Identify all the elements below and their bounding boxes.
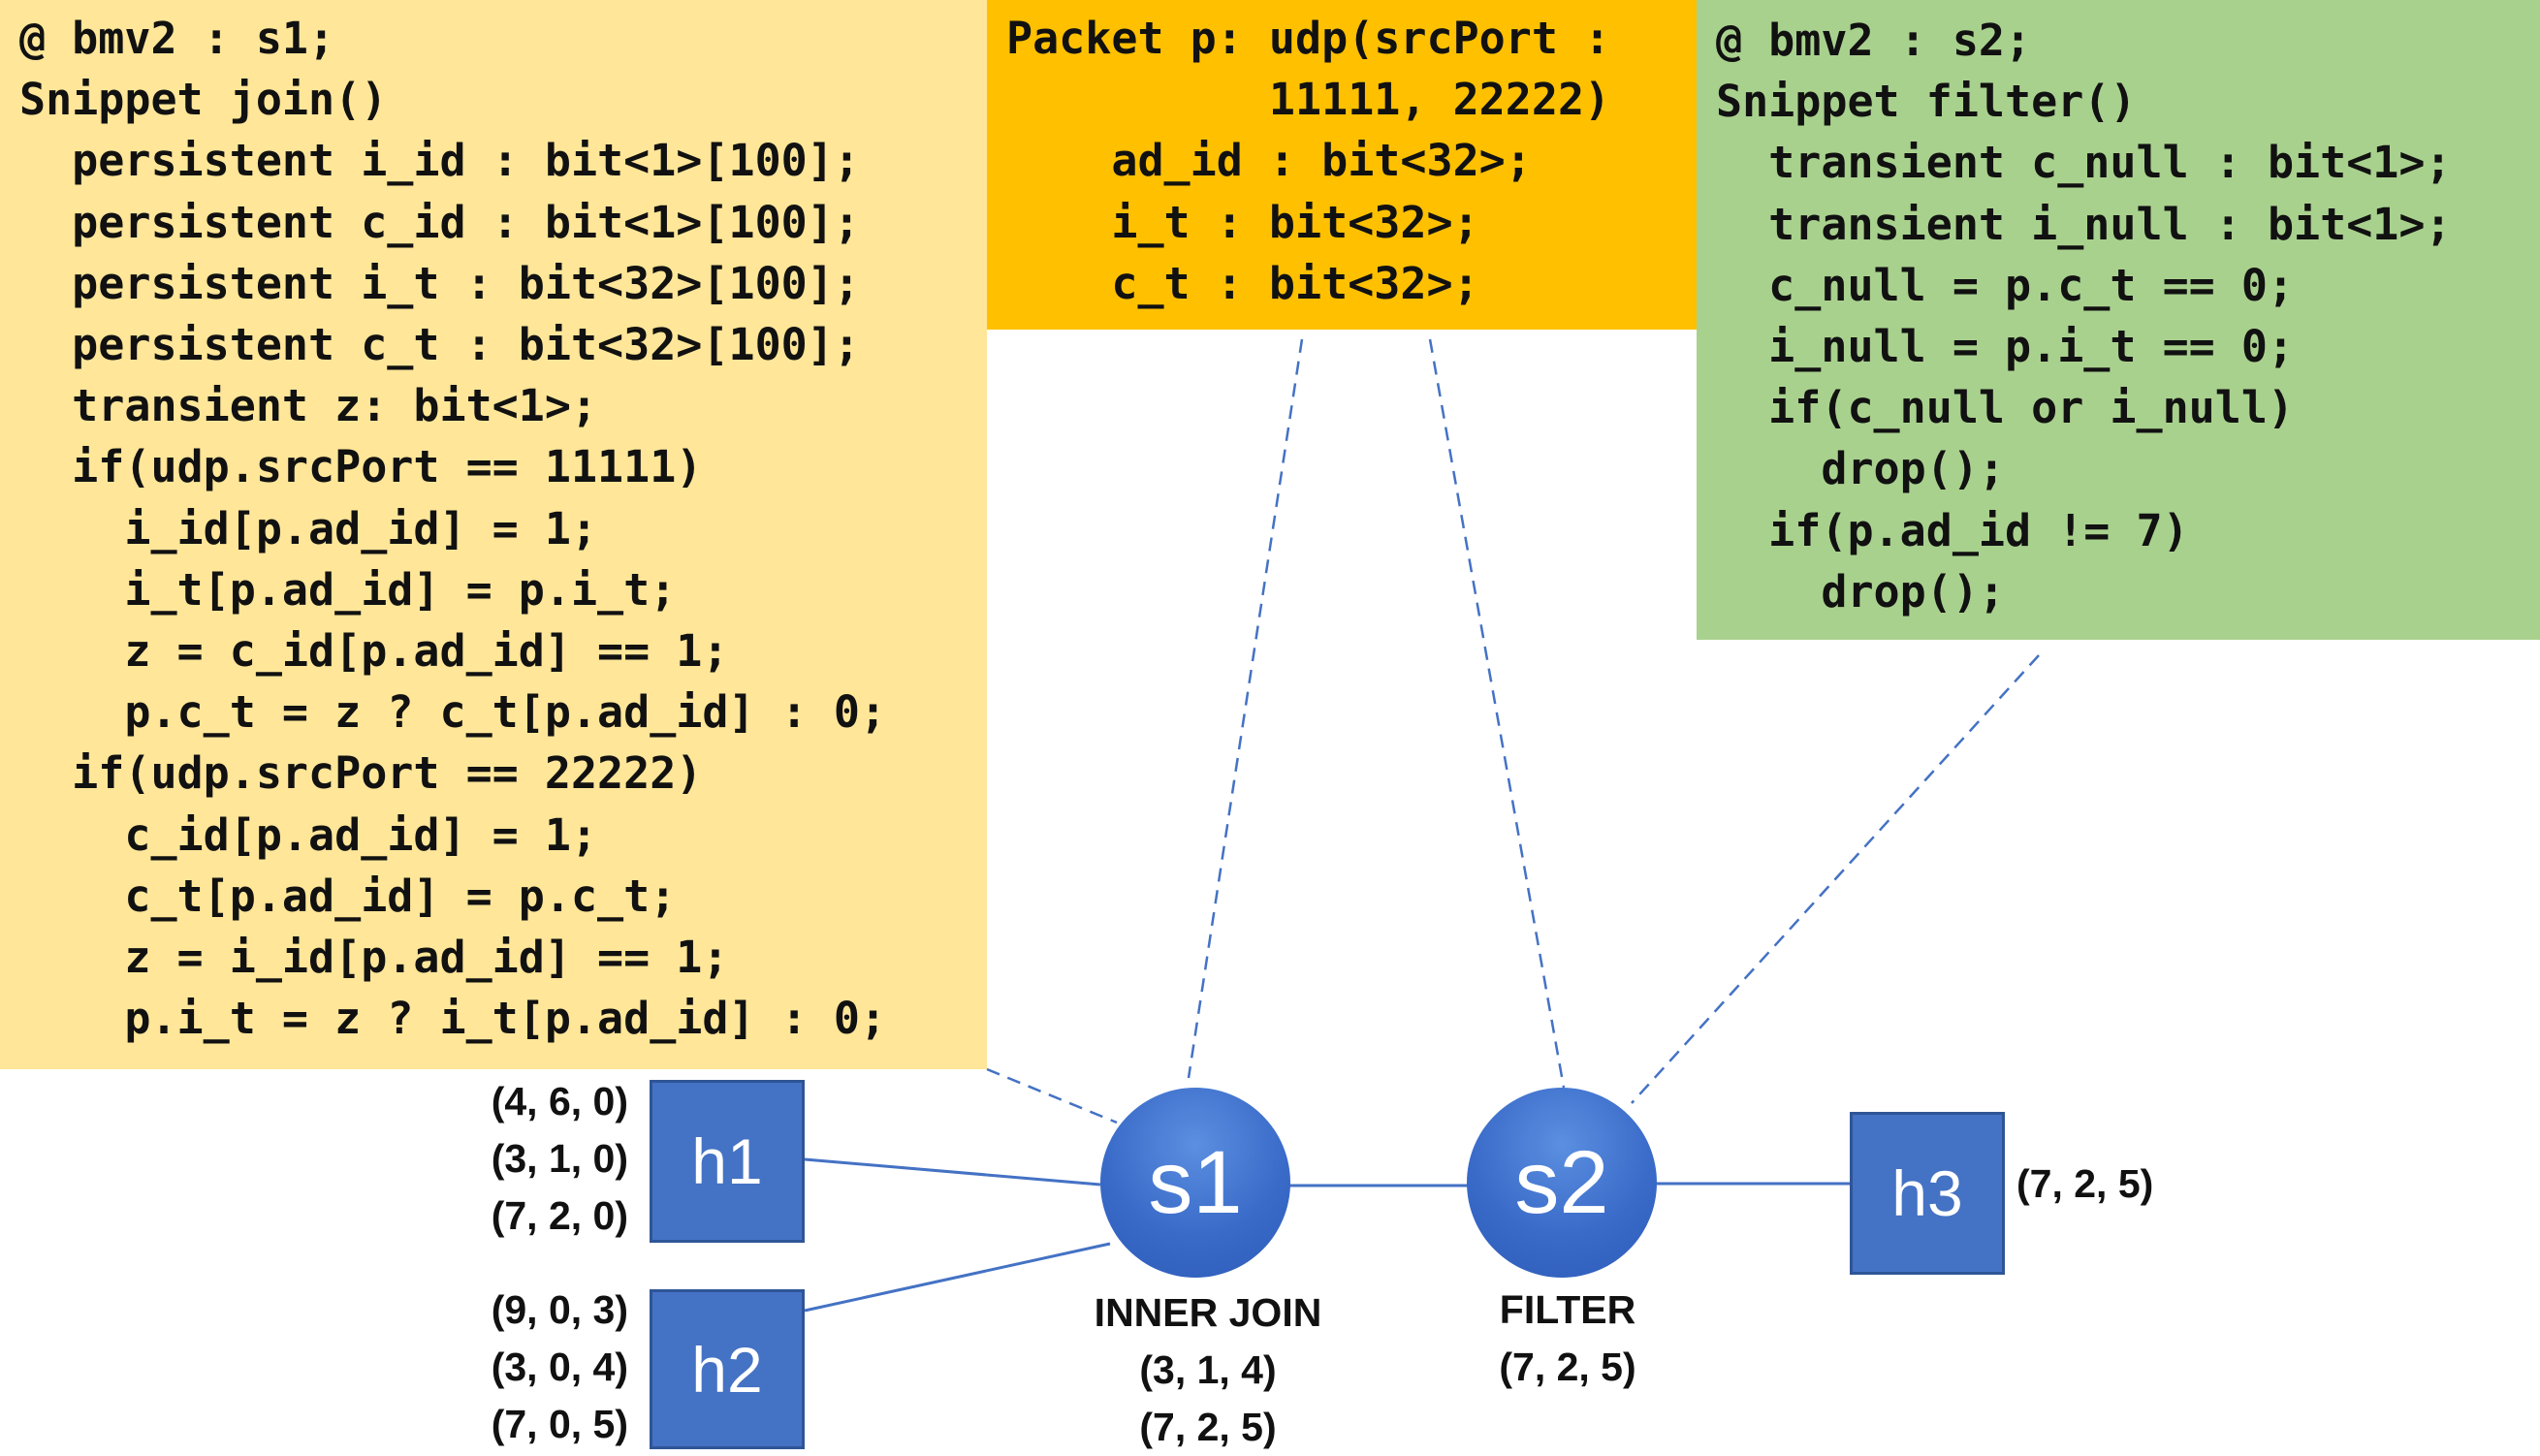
s1-snippet-panel: @ bmv2 : s1; Snippet join() persistent i… [0,0,987,1069]
tuple: (3, 0, 4) [491,1345,628,1389]
code-line: ad_id : bit<32>; [1006,135,1532,187]
host-h3: h3 [1850,1112,2005,1275]
code-line: transient i_null : bit<1>; [1716,198,2452,250]
code-line: z = c_id[p.ad_id] == 1; [19,625,729,678]
code-line: Packet p: udp(srcPort : [1006,13,1611,64]
host-h1: h1 [650,1080,805,1243]
callout-packet-s2 [1428,338,1566,1089]
code-line: c_t : bit<32>; [1006,257,1479,309]
code-line: if(udp.srcPort == 22222) [19,747,703,800]
code-line: @ bmv2 : s2; [1716,15,2032,66]
switch-function: FILTER [1499,1287,1636,1332]
packet-definition-panel: Packet p: udp(srcPort : 11111, 22222) ad… [987,0,1697,330]
tuple: (7, 0, 5) [491,1402,628,1446]
code-line: persistent i_id : bit<1>[100]; [19,135,860,187]
switch-label: s1 [1148,1132,1243,1232]
tuple: (9, 0, 3) [491,1287,628,1332]
switch-function: INNER JOIN [1094,1290,1322,1335]
tuple: (7, 2, 5) [1139,1405,1277,1449]
tuple: (4, 6, 0) [491,1079,628,1124]
code-line: transient z: bit<1>; [19,380,598,432]
code-line: drop(); [1716,443,2006,495]
s2-caption: FILTER (7, 2, 5) [1374,1282,1762,1396]
code-line: Snippet filter() [1716,76,2137,128]
code-line: @ bmv2 : s1; [19,13,335,64]
code-line: Snippet join() [19,74,388,126]
code-line: p.i_t = z ? i_t[p.ad_id] : 0; [19,993,887,1045]
tuple: (7, 2, 5) [2016,1161,2154,1206]
s1-caption: INNER JOIN (3, 1, 4) (7, 2, 5) [1014,1284,1402,1456]
tuple: (3, 1, 0) [491,1136,628,1181]
code-line: i_t[p.ad_id] = p.i_t; [19,563,677,616]
h1-tuples: (4, 6, 0) (3, 1, 0) (7, 2, 0) [492,1073,628,1245]
code-line: transient c_null : bit<1>; [1716,137,2452,189]
host-label: h1 [691,1125,763,1197]
code-line: 11111, 22222) [1006,74,1611,126]
code-line: p.c_t = z ? c_t[p.ad_id] : 0; [19,686,887,739]
code-line: persistent i_t : bit<32>[100]; [19,257,860,309]
h3-tuples: (7, 2, 5) [2016,1155,2153,1213]
host-h2: h2 [650,1289,805,1449]
host-label: h2 [691,1333,763,1406]
tuple: (7, 2, 0) [491,1193,628,1238]
code-line: drop(); [1716,565,2006,617]
code-line: i_t : bit<32>; [1006,196,1479,248]
host-label: h3 [1891,1157,1963,1229]
switch-s1: s1 [1100,1088,1290,1278]
link-h1-s1 [804,1157,1101,1187]
code-line: z = i_id[p.ad_id] == 1; [19,932,729,984]
h2-tuples: (9, 0, 3) (3, 0, 4) (7, 0, 5) [492,1282,628,1453]
tuple: (3, 1, 4) [1139,1347,1277,1392]
callout-packet-s1 [1187,338,1304,1079]
callout-s1-snippet [986,1067,1118,1124]
switch-label: s2 [1514,1132,1609,1232]
link-h2-s1 [804,1242,1111,1313]
s2-snippet-panel: @ bmv2 : s2; Snippet filter() transient … [1697,0,2540,640]
code-line: i_null = p.i_t == 0; [1716,321,2295,373]
tuple: (7, 2, 5) [1499,1345,1636,1389]
code-line: persistent c_t : bit<32>[100]; [19,319,860,371]
callout-s2-snippet [1631,654,2040,1104]
code-line: i_id[p.ad_id] = 1; [19,502,598,554]
code-line: c_t[p.ad_id] = p.c_t; [19,870,677,922]
code-line: if(p.ad_id != 7) [1716,504,2189,556]
code-line: if(udp.srcPort == 11111) [19,441,703,493]
code-line: if(c_null or i_null) [1716,382,2295,434]
code-line: persistent c_id : bit<1>[100]; [19,196,860,248]
code-line: c_id[p.ad_id] = 1; [19,808,598,861]
switch-s2: s2 [1467,1088,1657,1278]
code-line: c_null = p.c_t == 0; [1716,259,2295,311]
